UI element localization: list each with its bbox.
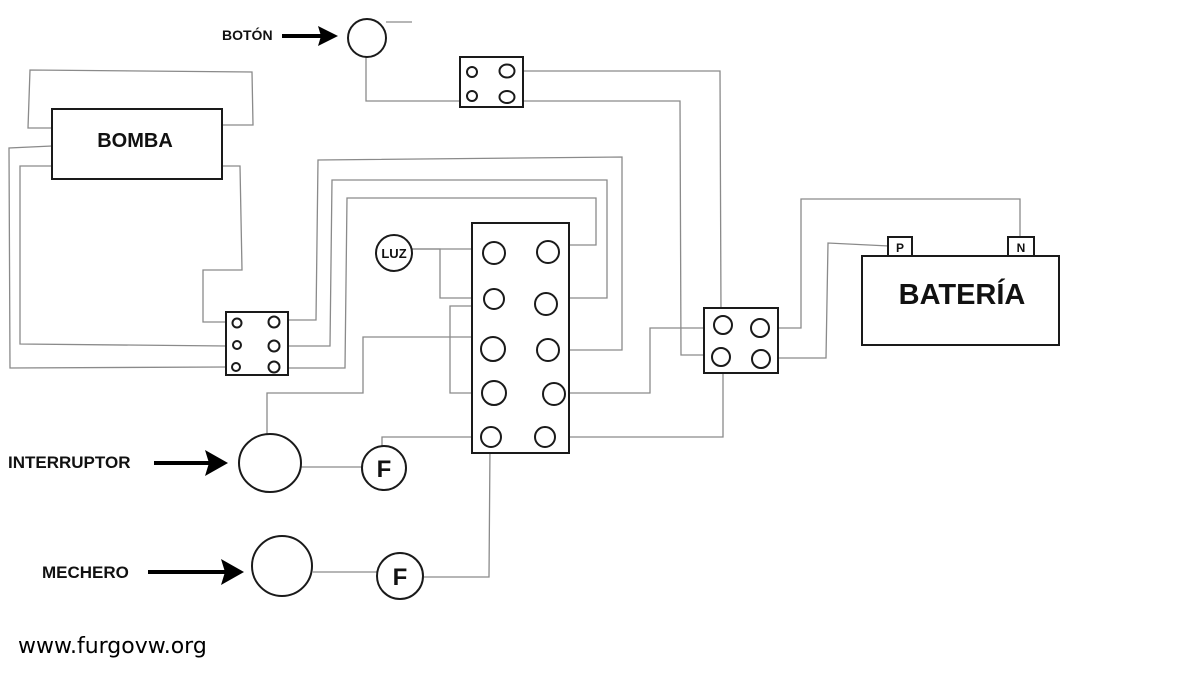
battery-negative-label: N [1017,241,1026,255]
wire-lj-mid [288,179,608,347]
luz-label: LUZ [381,246,406,261]
fuse-box-terminal [534,292,558,316]
battery-positive-terminal [887,236,913,257]
fuse-2-circle [376,552,424,600]
wire-fuse2-fb [424,446,491,578]
wire-lj-low [288,197,597,369]
fuse-2-label: F [393,564,408,591]
battery-body [861,255,1060,346]
wire-rj-bat-n [773,198,1021,329]
fuse-box-terminal [480,426,502,448]
battery-label: BATERÍA [899,277,1026,311]
fuse-1: F [361,445,407,491]
wire-fb-rj-1 [565,327,716,394]
mechero-pointer: MECHERO [42,535,313,597]
wire-tj-lower [522,100,705,356]
lj-terminal [232,340,242,350]
lj-terminal [267,339,281,353]
rj-terminal [750,318,770,338]
lj-terminal [267,315,281,329]
top-junction [459,56,524,108]
battery-positive-label: P [896,241,904,255]
mechero-arrow-head [221,559,244,585]
fuse-2: F [376,552,424,600]
fuse-box-terminal [480,336,506,362]
mechero-socket [251,535,313,597]
wire-tj-upper [522,70,722,316]
lj-terminal [231,317,243,329]
fuse-box-terminal [481,380,507,406]
fuse-box-terminal [483,288,505,310]
luz-block: LUZ [375,234,413,272]
mechero-label: MECHERO [42,563,129,582]
wire-fb-left-loop [449,305,483,394]
battery-negative-terminal [1007,236,1035,257]
wires [8,21,1021,578]
battery-block: P N BATERÍA [861,236,1060,346]
fuse-1-circle [361,445,407,491]
tj-terminal [498,90,516,104]
tj-terminal [466,66,478,78]
bomba-label: BOMBA [97,130,173,152]
interruptor-label: INTERRUPTOR [8,453,130,472]
wire-fb-rj-2 [556,372,724,438]
fuse-box-terminal [534,426,556,448]
wire-boton-down [365,54,461,102]
luz-circle [375,234,413,272]
fuse-box-terminal [536,240,560,264]
rj-terminal [711,347,731,367]
fuse-box [471,222,570,454]
rj-terminal [751,349,771,369]
fuse-box-terminal [542,382,566,406]
bomba-box [51,108,223,180]
lj-terminal [267,360,281,374]
wire-interruptor [266,336,482,437]
wire-bomba-left-outer [8,145,228,369]
boton-switch [347,18,387,58]
wire-fuse1-fb [381,436,482,447]
wire-bomba-top-loop [27,69,254,129]
tj-terminal [498,63,516,79]
boton-arrow-head [318,26,338,46]
watermark: www.furgovw.org [18,634,207,659]
wire-bomba-right [202,165,243,323]
interruptor-switch [238,433,302,493]
lj-terminal [231,362,241,372]
wire-lj-top [288,156,623,351]
bomba-block: BOMBA [51,108,223,180]
interruptor-arrow-head [205,450,228,476]
fuse-box-terminal [536,338,560,362]
left-junction [225,311,289,376]
fuse-1-label: F [377,456,392,483]
wire-rj-bat-p [773,242,890,359]
boton-label: BOTÓN [222,26,273,43]
rj-terminal [713,315,733,335]
right-junction [703,307,779,374]
fuse-box-terminal [482,241,506,265]
boton-pointer: BOTÓN [222,18,387,58]
interruptor-pointer: INTERRUPTOR [8,433,302,493]
wire-bomba-left-inner [19,165,228,347]
tj-terminal [466,90,478,102]
